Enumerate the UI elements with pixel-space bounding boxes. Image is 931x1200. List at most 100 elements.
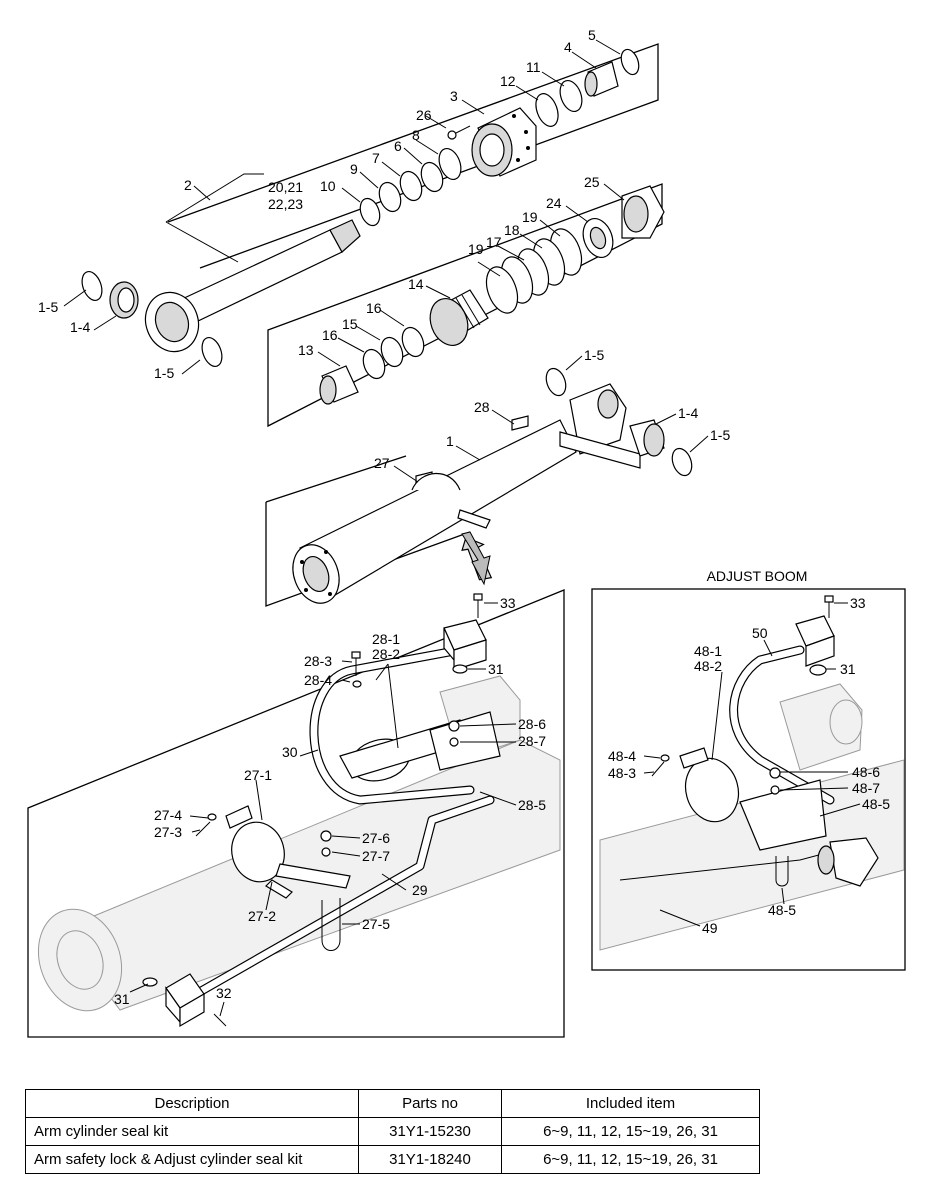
label-8: 8 — [412, 127, 420, 143]
label-11: 11 — [526, 59, 541, 75]
label-31b: 31 — [114, 991, 130, 1007]
header-description: Description — [25, 1089, 359, 1118]
label-7: 7 — [372, 150, 380, 166]
label-3: 3 — [450, 88, 458, 104]
adjust-flange-block — [795, 615, 835, 667]
label-1-5d: 1-5 — [710, 427, 730, 443]
leader-lines — [63, 39, 861, 1017]
pipe-30 — [309, 645, 475, 805]
row-parts-no: 31Y1-18240 — [358, 1145, 502, 1174]
label-48-4: 48-4 — [608, 748, 636, 764]
label-30: 30 — [282, 744, 298, 760]
label-19a: 19 — [522, 209, 538, 225]
label-10: 10 — [320, 178, 336, 194]
detail-bolts-and-washers-left — [142, 593, 483, 1027]
clamp-28-assembly — [339, 711, 501, 782]
label-16a: 16 — [366, 300, 382, 316]
label-18: 18 — [504, 222, 520, 238]
label-48-1: 48-1 — [694, 643, 722, 659]
head-screw-part — [447, 125, 471, 140]
label-28-5: 28-5 — [518, 797, 546, 813]
label-32: 32 — [216, 985, 232, 1001]
label-1-5c: 1-5 — [584, 347, 604, 363]
detail-arrow — [461, 531, 491, 586]
part-number-labels: 5 4 11 12 3 26 8 6 7 9 10 2 20,21 22,23 … — [38, 27, 890, 1007]
label-4: 4 — [564, 39, 572, 55]
seal-kit-table: Description Parts no Included item Arm c… — [25, 1089, 760, 1174]
header-included-item: Included item — [501, 1089, 760, 1118]
label-28-1: 28-1 — [372, 631, 400, 647]
label-48-3: 48-3 — [608, 765, 636, 781]
rod-end-bushing-part — [109, 281, 139, 319]
clamp-48-assembly — [679, 747, 827, 851]
adjust-background-tube — [599, 683, 905, 951]
head-bushing-part — [584, 61, 619, 97]
row-description: Arm cylinder seal kit — [25, 1117, 359, 1146]
piston-cushion-rings — [362, 326, 425, 380]
label-1-4b: 1-4 — [678, 405, 698, 421]
label-19b: 19 — [468, 241, 484, 257]
label-48-2: 48-2 — [694, 658, 722, 674]
adjust-fitting-part — [817, 837, 879, 887]
row-included-item: 6~9, 11, 12, 15~19, 26, 31 — [501, 1145, 760, 1174]
label-2: 2 — [184, 177, 192, 193]
label-15: 15 — [342, 316, 358, 332]
label-31c: 31 — [840, 661, 856, 677]
pipe-50 — [729, 645, 835, 805]
label-1-5a: 1-5 — [38, 299, 58, 315]
label-5: 5 — [588, 27, 596, 43]
label-33b: 33 — [850, 595, 866, 611]
piston-part — [429, 289, 489, 346]
table-row: Arm cylinder seal kit 31Y1-15230 6~9, 11… — [25, 1117, 760, 1146]
row-description: Arm safety lock & Adjust cylinder seal k… — [25, 1145, 359, 1174]
label-22-23: 22,23 — [268, 196, 303, 212]
label-50: 50 — [752, 625, 768, 641]
cushion-ring-part — [319, 365, 359, 405]
label-29: 29 — [412, 882, 428, 898]
flange-block-lower — [165, 973, 205, 1028]
label-1-4a: 1-4 — [70, 319, 90, 335]
label-27-7: 27-7 — [362, 848, 390, 864]
label-28: 28 — [474, 399, 490, 415]
label-27-5: 27-5 — [362, 916, 390, 932]
label-27-3: 27-3 — [154, 824, 182, 840]
rod-end-dust-seals — [81, 270, 223, 368]
pipe-29 — [191, 795, 495, 999]
row-parts-no: 31Y1-15230 — [358, 1117, 502, 1146]
label-48-7: 48-7 — [852, 780, 880, 796]
label-1: 1 — [446, 433, 454, 449]
label-27-6: 27-6 — [362, 830, 390, 846]
label-48-5b: 48-5 — [768, 902, 796, 918]
label-31a: 31 — [488, 661, 504, 677]
tube-group-frame — [265, 455, 471, 607]
label-26: 26 — [416, 107, 432, 123]
label-24: 24 — [546, 195, 562, 211]
adjust-bolts-and-washers — [651, 595, 834, 887]
table-header-row: Description Parts no Included item — [25, 1089, 760, 1118]
label-14: 14 — [408, 276, 424, 292]
label-20-21: 20,21 — [268, 179, 303, 195]
label-28-2: 28-2 — [372, 646, 400, 662]
piston-ring-set — [485, 228, 583, 314]
cylinder-head-part — [471, 107, 537, 177]
label-28-4: 28-4 — [304, 672, 332, 688]
label-28-6: 28-6 — [518, 716, 546, 732]
label-12: 12 — [500, 73, 516, 89]
tube-bushing-part — [629, 419, 665, 457]
label-27-2: 27-2 — [248, 908, 276, 924]
head-seal-rings — [359, 48, 640, 227]
piston-nut-part — [621, 185, 665, 239]
label-13: 13 — [298, 342, 314, 358]
piston-washer-part — [582, 218, 614, 258]
label-28-7: 28-7 — [518, 733, 546, 749]
label-28-3: 28-3 — [304, 653, 332, 669]
tube-dust-seals — [545, 367, 693, 477]
label-6: 6 — [394, 138, 402, 154]
label-49: 49 — [702, 920, 718, 936]
clamp-27-assembly — [225, 805, 351, 899]
label-27-1: 27-1 — [244, 767, 272, 783]
label-16b: 16 — [322, 327, 338, 343]
table-row: Arm safety lock & Adjust cylinder seal k… — [25, 1145, 760, 1174]
header-parts-no: Parts no — [358, 1089, 502, 1118]
label-27-4: 27-4 — [154, 807, 182, 823]
